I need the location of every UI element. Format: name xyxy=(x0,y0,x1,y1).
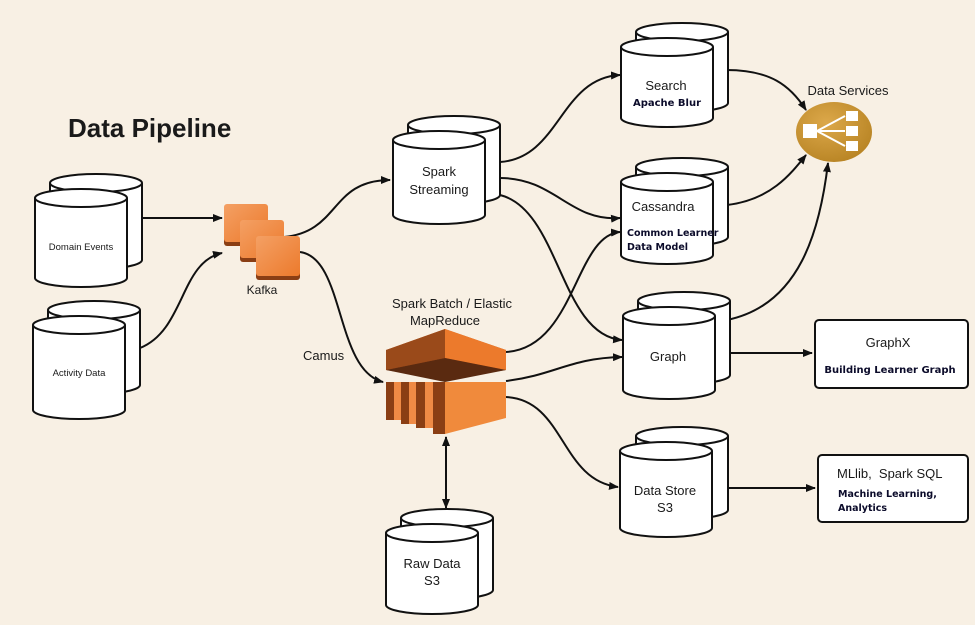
edge-kafka-spark-batch xyxy=(299,251,384,384)
database-icon xyxy=(385,508,494,615)
node-sublabel-line1: Machine Learning, xyxy=(838,489,937,500)
node-graph[interactable]: Graph xyxy=(622,291,731,400)
node-data-store[interactable]: Data Store S3 xyxy=(619,426,729,538)
node-label: Cassandra xyxy=(632,199,696,214)
node-spark-streaming[interactable]: Spark Streaming xyxy=(392,115,501,225)
database-icon xyxy=(620,157,729,265)
database-icon xyxy=(392,115,501,225)
node-sublabel: Building Learner Graph xyxy=(824,365,955,376)
kafka-stream-icon xyxy=(224,204,300,280)
database-icon xyxy=(619,426,729,538)
node-label: Data Services xyxy=(808,83,889,98)
edge-spark-streaming-graph xyxy=(499,194,623,344)
node-search[interactable]: Search Apache Blur xyxy=(620,22,729,128)
node-label-line1: Spark xyxy=(422,164,456,179)
node-label-line1: Data Store xyxy=(634,483,696,498)
node-domain-events[interactable]: Domain Events xyxy=(34,173,143,288)
node-kafka[interactable]: Kafka xyxy=(224,204,300,297)
edge-activity-data-kafka xyxy=(139,250,223,349)
node-activity-data[interactable]: Activity Data xyxy=(32,300,141,420)
node-label: Search xyxy=(645,78,686,93)
node-cassandra[interactable]: Cassandra Common Learner Data Model xyxy=(620,157,729,265)
node-label: Activity Data xyxy=(53,368,107,379)
database-icon xyxy=(620,22,729,128)
database-icon xyxy=(34,173,143,288)
data-services-icon xyxy=(796,102,872,162)
node-label-line1: Spark Batch / Elastic xyxy=(392,296,512,311)
node-mllib[interactable]: MLlib, Spark SQL Machine Learning, Analy… xyxy=(817,454,969,523)
node-label-line2: S3 xyxy=(657,500,673,515)
edge-spark-batch-graph xyxy=(505,353,623,382)
edge-spark-batch-data-store xyxy=(505,396,619,490)
emr-icon xyxy=(386,329,506,434)
node-sublabel-line2: Data Model xyxy=(627,242,688,253)
edges xyxy=(139,69,831,509)
node-label: Domain Events xyxy=(49,242,114,253)
node-sublabel-line2: Analytics xyxy=(838,503,887,514)
edge-cassandra-data-services xyxy=(726,154,807,206)
node-sublabel-line1: Common Learner xyxy=(627,228,719,239)
node-label-line2: S3 xyxy=(424,573,440,588)
database-icon xyxy=(622,291,731,400)
node-data-services[interactable]: Data Services xyxy=(796,83,889,162)
node-label: GraphX xyxy=(866,335,911,350)
edge-spark-streaming-search xyxy=(499,71,621,163)
edge-search-data-services xyxy=(725,69,807,111)
node-label-line1: Raw Data xyxy=(403,556,461,571)
edge-label-camus: Camus xyxy=(303,348,345,363)
edge-graph-data-services xyxy=(726,162,831,321)
edge-spark-streaming-cassandra xyxy=(499,177,621,223)
node-label-line2: MapReduce xyxy=(410,313,480,328)
edge-kafka-spark-streaming xyxy=(283,176,391,238)
edge-spark-batch-cassandra xyxy=(505,228,621,353)
node-label-line2: Streaming xyxy=(409,182,468,197)
node-sublabel: Apache Blur xyxy=(633,98,701,109)
database-icon xyxy=(32,300,141,420)
page-title: Data Pipeline xyxy=(68,113,231,143)
node-raw-data[interactable]: Raw Data S3 xyxy=(385,508,494,615)
node-graphx[interactable]: GraphX Building Learner Graph xyxy=(814,319,969,389)
node-spark-batch[interactable]: Spark Batch / Elastic MapReduce xyxy=(386,296,512,434)
node-label: Graph xyxy=(650,349,686,364)
node-label: Kafka xyxy=(247,283,278,297)
node-label: MLlib, Spark SQL xyxy=(837,466,943,481)
